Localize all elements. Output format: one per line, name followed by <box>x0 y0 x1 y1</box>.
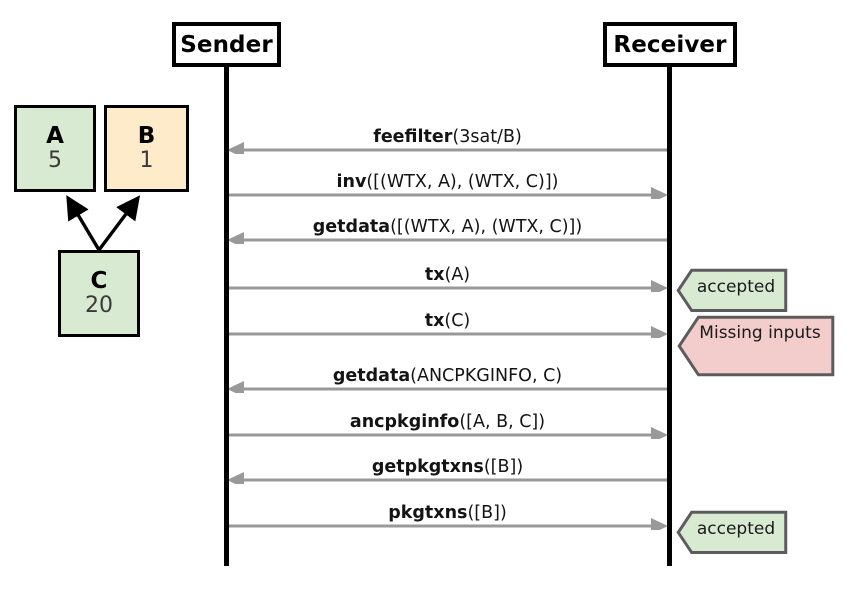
transaction-box-a: A 5 <box>14 105 96 192</box>
message-args: ([(WTX, A), (WTX, C)]) <box>366 172 559 192</box>
message-command: pkgtxns <box>388 503 468 523</box>
transaction-label-b: B <box>137 122 156 149</box>
edge-c-to-b <box>97 195 141 252</box>
message-label-getpkgtxns: getpkgtxns([B]) <box>227 457 668 477</box>
message-args: ([(WTX, A), (WTX, C)]) <box>390 217 583 237</box>
message-arrow-getdata <box>227 232 668 244</box>
message-command: getdata <box>312 217 391 237</box>
message-arrow-ancpkginfo <box>227 427 668 439</box>
status-badge-success: accepted <box>676 510 788 548</box>
message-args: ([B]) <box>483 457 524 477</box>
edge-c-to-a <box>66 195 101 251</box>
message-feefilter: feefilter(3sat/B) <box>227 110 668 154</box>
message-arrow-tx <box>227 280 668 292</box>
message-command: inv <box>336 172 367 192</box>
badge-label: accepted <box>696 277 776 297</box>
message-tx: tx(A) <box>227 248 668 292</box>
message-label-getdata: getdata([(WTX, A), (WTX, C)]) <box>227 217 668 237</box>
message-inv: inv([(WTX, A), (WTX, C)]) <box>227 155 668 199</box>
transaction-label-a: A <box>46 122 64 149</box>
actor-receiver: Receiver <box>603 22 737 67</box>
message-pkgtxns: pkgtxns([B]) <box>227 486 668 530</box>
message-command: tx <box>424 265 445 285</box>
message-args: (3sat/B) <box>452 127 522 147</box>
message-label-getdata: getdata(ANCPKGINFO, C) <box>227 366 668 386</box>
message-arrow-pkgtxns <box>227 518 668 530</box>
badge-shape <box>676 268 788 313</box>
status-badge-error: Missing inputs <box>676 314 836 352</box>
actor-sender-label: Sender <box>180 31 273 58</box>
transaction-box-b: B 1 <box>104 105 189 192</box>
status-badge-success: accepted <box>676 268 788 306</box>
actor-sender: Sender <box>172 22 281 67</box>
message-label-tx: tx(C) <box>227 311 668 331</box>
transaction-value-a: 5 <box>48 147 62 173</box>
message-label-pkgtxns: pkgtxns([B]) <box>227 503 668 523</box>
message-arrow-feefilter <box>227 142 668 154</box>
actor-receiver-label: Receiver <box>613 31 727 58</box>
lifeline-sender <box>224 66 229 566</box>
message-label-tx: tx(A) <box>227 265 668 285</box>
transaction-box-c: C 20 <box>58 250 140 337</box>
message-command: tx <box>424 311 445 331</box>
message-command: getdata <box>332 366 411 386</box>
message-arrow-getpkgtxns <box>227 472 668 484</box>
message-getdata: getdata(ANCPKGINFO, C) <box>227 349 668 393</box>
transaction-value-b: 1 <box>139 147 154 173</box>
message-arrow-inv <box>227 187 668 199</box>
message-command: ancpkginfo <box>349 412 460 432</box>
message-getdata: getdata([(WTX, A), (WTX, C)]) <box>227 200 668 244</box>
message-getpkgtxns: getpkgtxns([B]) <box>227 440 668 484</box>
transaction-value-c: 20 <box>85 292 113 318</box>
message-tx: tx(C) <box>227 294 668 338</box>
message-command: feefilter <box>373 127 453 147</box>
message-args: ([A, B, C]) <box>459 412 546 432</box>
message-arrow-getdata <box>227 381 668 393</box>
lifeline-receiver <box>667 66 672 566</box>
message-args: ([B]) <box>467 503 507 523</box>
message-arrow-tx <box>227 326 668 338</box>
message-label-inv: inv([(WTX, A), (WTX, C)]) <box>227 172 668 192</box>
message-label-ancpkginfo: ancpkginfo([A, B, C]) <box>227 412 668 432</box>
badge-label: accepted <box>696 519 776 539</box>
message-label-feefilter: feefilter(3sat/B) <box>227 127 668 147</box>
badge-shape <box>676 510 788 555</box>
message-args: (ANCPKGINFO, C) <box>410 366 563 386</box>
message-args: (A) <box>444 265 471 285</box>
transaction-label-c: C <box>90 267 108 294</box>
badge-shape <box>676 314 836 378</box>
message-args: (C) <box>444 311 471 331</box>
badge-label: Missing inputs <box>699 323 821 343</box>
message-command: getpkgtxns <box>371 457 484 477</box>
message-ancpkginfo: ancpkginfo([A, B, C]) <box>227 395 668 439</box>
